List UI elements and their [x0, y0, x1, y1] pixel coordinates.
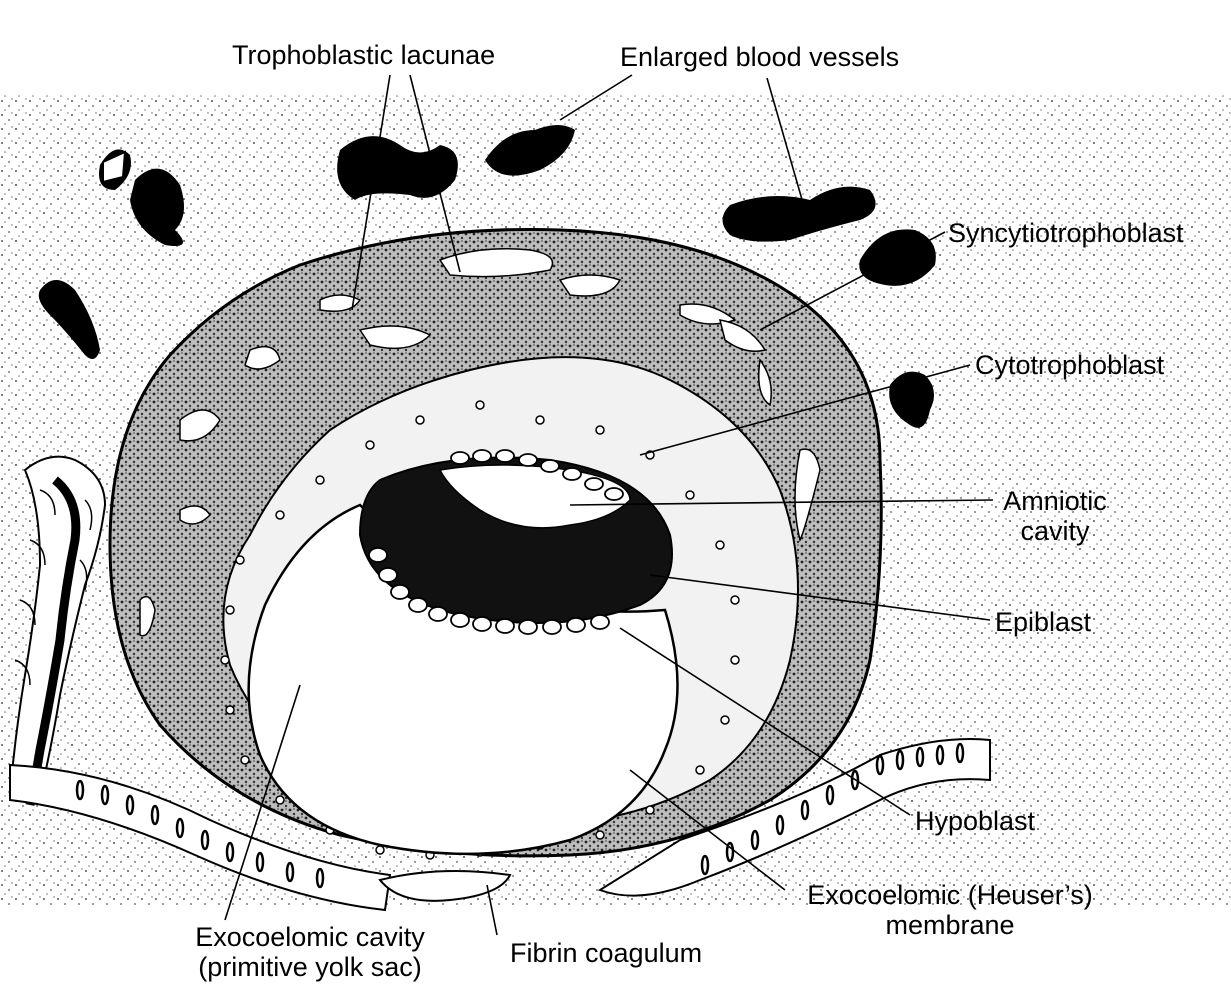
uterine-epithelium-left — [8, 455, 107, 806]
label-fibrin-coagulum: Fibrin coagulum — [510, 938, 703, 968]
top-blank — [0, 0, 1231, 95]
fibrin-coagulum-plug — [378, 870, 512, 902]
leader-lines — [224, 74, 994, 936]
label-exocoelomic-cavity: Exocoelomic cavity (primitive yolk sac) — [170, 922, 450, 982]
label-syncytiotrophoblast: Syncytiotrophoblast — [948, 218, 1184, 248]
label-exocoelomic-membrane: Exocoelomic (Heuser’s) membrane — [770, 880, 1130, 940]
exocoelomic-cavity — [247, 503, 679, 856]
label-trophoblastic-lacunae: Trophoblastic lacunae — [232, 40, 496, 70]
amnioblast-cells — [450, 449, 624, 501]
label-heuser-line1: Exocoelomic (Heuser’s) — [807, 880, 1093, 910]
label-epiblast: Epiblast — [995, 607, 1092, 637]
label-yolk-line1: Exocoelomic cavity — [195, 922, 425, 952]
uterine-epithelium-bottom-left — [9, 763, 392, 912]
label-amniotic-line1: Amniotic — [1003, 486, 1107, 516]
label-heuser-line2: membrane — [885, 910, 1015, 940]
hypoblast-cells — [368, 547, 610, 635]
trophoblastic-lacunae-shapes — [139, 248, 821, 637]
label-cytotrophoblast: Cytotrophoblast — [975, 350, 1165, 380]
label-enlarged-blood-vessels: Enlarged blood vessels — [620, 42, 900, 72]
epithelium-right-cells — [700, 742, 965, 876]
epithelium-left-cells — [75, 779, 325, 889]
uterine-epithelium-right — [597, 738, 991, 897]
label-hypoblast: Hypoblast — [915, 806, 1036, 836]
label-yolk-line2: (primitive yolk sac) — [198, 952, 422, 982]
label-amniotic-line2: cavity — [1020, 516, 1090, 546]
label-amniotic-cavity: Amniotic cavity — [990, 486, 1120, 546]
small-striped-vessel — [102, 150, 127, 184]
